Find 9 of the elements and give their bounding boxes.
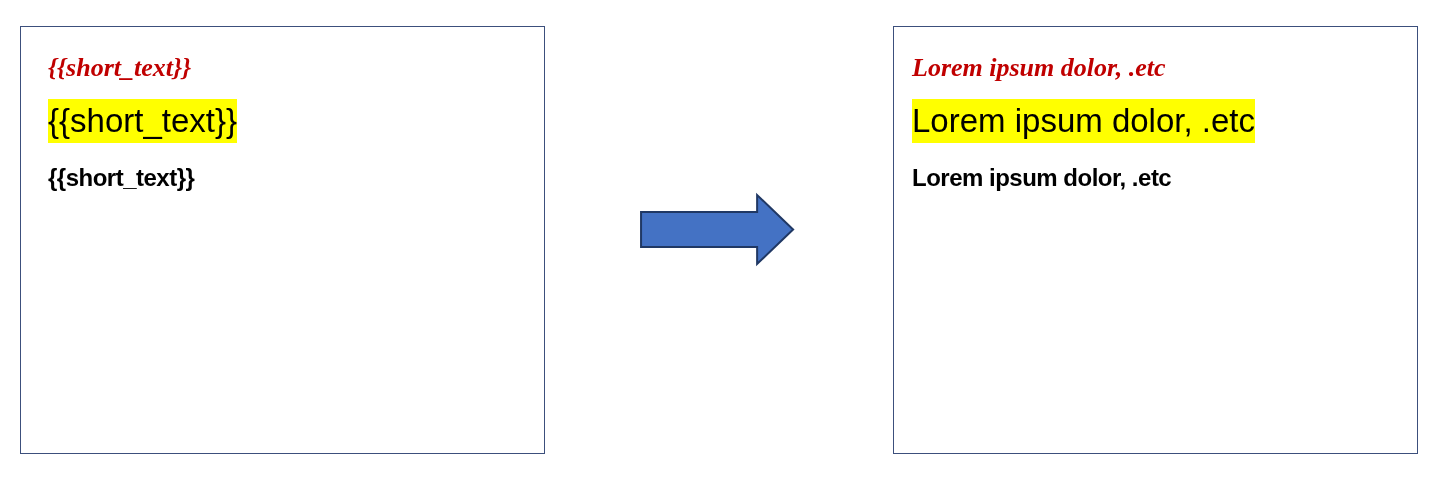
block-arrow: [640, 192, 795, 267]
bold-text: Lorem ipsum dolor, .etc: [912, 163, 1172, 193]
italic-heading: {{short_text}}: [48, 52, 192, 84]
highlighted-text: Lorem ipsum dolor, .etc: [912, 99, 1255, 143]
bold-text: {{short_text}}: [48, 163, 195, 193]
text-panel: [20, 26, 545, 454]
italic-heading: Lorem ipsum dolor, .etc: [912, 52, 1166, 84]
highlighted-text: {{short_text}}: [48, 99, 237, 143]
text-panel: [893, 26, 1418, 454]
